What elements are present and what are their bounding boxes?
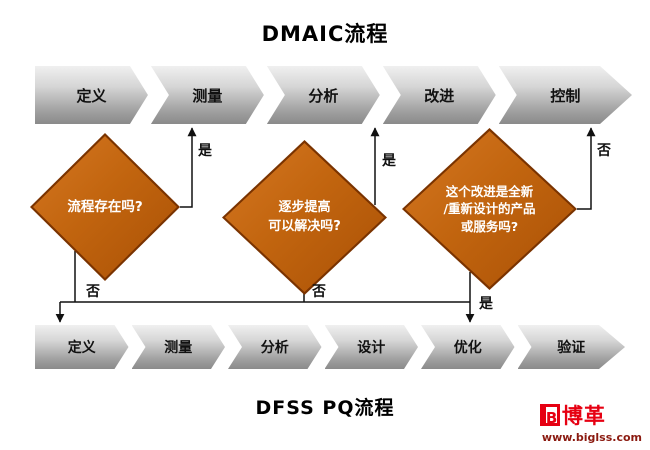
bottom-step-label: 测量 [164,340,193,356]
decision-process-exists: 流程存在吗? [30,133,180,281]
top-step-improve: 改进 [383,66,496,124]
top-process-title: DMAIC流程 [261,22,389,46]
top-step-define: 定义 [35,66,148,124]
bottom-step-analyze: 分析 [228,325,322,369]
decision-incremental-improve: 逐步提高 可以解决吗? [222,140,387,295]
top-step-label: 控制 [550,86,581,105]
logo-name: 博革 [561,404,606,428]
top-step-analyze: 分析 [267,66,380,124]
bottom-step-label: 优化 [453,340,482,356]
bottom-step-verify: 验证 [518,325,626,369]
decision-text: 流程存在吗? [33,136,177,278]
top-step-control: 控制 [499,66,632,124]
bottom-step-define: 定义 [35,325,129,369]
label-d3-no: 否 [597,143,611,159]
label-d2-yes: 是 [382,153,396,169]
top-step-label: 定义 [76,86,107,105]
bottom-step-label: 分析 [260,340,289,356]
bottom-step-measure: 测量 [132,325,226,369]
top-process-band: 定义 测量 分析 改进 控制 [35,66,632,124]
label-d3-yes: 是 [479,296,493,312]
label-d2-no: 否 [312,284,326,300]
decision-text: 逐步提高 可以解决吗? [225,143,384,292]
bottom-step-design: 设计 [325,325,419,369]
top-step-label: 测量 [192,86,223,105]
logo-url: www.biglss.com [541,431,642,444]
bottom-step-label: 验证 [557,340,586,356]
label-d1-yes: 是 [198,143,212,159]
bottom-step-label: 定义 [67,340,96,356]
logo-row: B 博革 [539,400,606,430]
biglss-logo-icon: B [539,404,560,427]
top-step-label: 分析 [308,86,339,105]
brand-logo: B 博革 www.biglss.com [539,400,642,444]
bottom-step-label: 设计 [357,340,386,356]
decision-text: 这个改进是全新 /重新设计的产品 或服务吗? [405,131,574,287]
label-d1-no: 否 [86,284,100,300]
bottom-step-optimize: 优化 [421,325,515,369]
bottom-process-band: 定义 测量 分析 设计 优化 验证 [35,325,625,369]
top-step-label: 改进 [424,86,455,105]
bottom-process-title: DFSS PQ流程 [255,397,395,419]
decision-new-design: 这个改进是全新 /重新设计的产品 或服务吗? [402,128,577,290]
top-step-measure: 测量 [151,66,264,124]
